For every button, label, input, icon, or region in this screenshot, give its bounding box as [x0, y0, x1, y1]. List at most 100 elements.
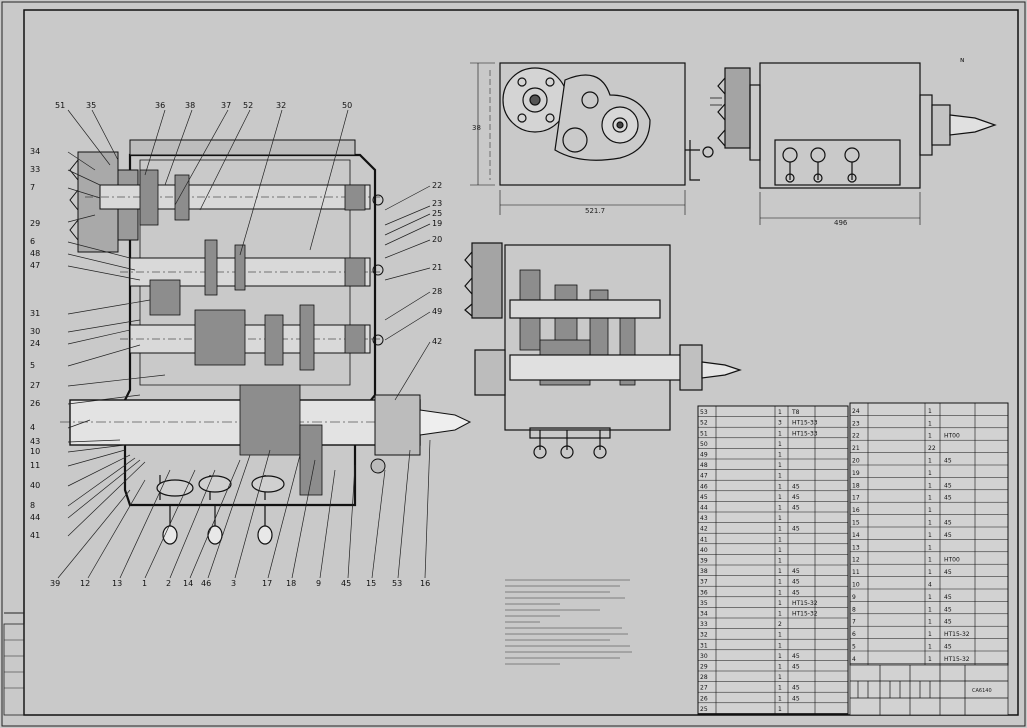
bom-cell: 32 [700, 632, 708, 639]
bom-cell: 1 [778, 462, 782, 469]
leader-label: 12 [80, 579, 90, 588]
bom-cell: 27 [700, 685, 708, 692]
leader-label: 22 [432, 181, 442, 190]
bom-cell: 21 [852, 445, 860, 452]
bom-cell: 1 [928, 495, 932, 502]
bom-cell: 41 [700, 536, 708, 543]
bom-cell: 20 [852, 458, 860, 465]
left-side-label-strip [3, 623, 25, 716]
bom-cell: 2 [778, 621, 782, 628]
bom-cell: 1 [928, 507, 932, 514]
bom-cell: HT15-32 [944, 656, 970, 663]
bom-cell: 19 [852, 470, 860, 477]
bom-cell: 45 [792, 685, 800, 692]
leader-label: 34 [30, 147, 40, 156]
bom-cell: 31 [700, 642, 708, 649]
bom-cell: 39 [700, 558, 708, 565]
bom-cell: 1 [778, 674, 782, 681]
bom-cell: 1 [778, 706, 782, 713]
bom-cell: 1 [778, 685, 782, 692]
leader-label: 41 [30, 531, 40, 540]
bom-cell: 1 [928, 631, 932, 638]
leader-label: 40 [30, 481, 40, 490]
bom-cell: 23 [852, 420, 860, 427]
bom-cell: 1 [928, 594, 932, 601]
bom-cell: 1 [928, 619, 932, 626]
bom-cell: 45 [792, 526, 800, 533]
bom-cell: 45 [944, 482, 952, 489]
bom-cell: 22 [852, 433, 860, 440]
leader-label: 50 [342, 101, 352, 110]
main-section-view [60, 139, 472, 545]
leader-label: 53 [392, 579, 402, 588]
leader-label: 35 [86, 101, 96, 110]
leader-label: 6 [30, 237, 35, 246]
bom-cell: 45 [944, 520, 952, 527]
bom-cell: 14 [852, 532, 860, 539]
bom-cell: HT15-33 [792, 420, 818, 427]
bom-cell: 1 [778, 494, 782, 501]
bom-cell: 45 [944, 594, 952, 601]
bom-cell: 48 [700, 462, 708, 469]
bom-cell: 52 [700, 420, 708, 427]
bom-cell: 45 [944, 619, 952, 626]
bom-cell: 45 [944, 532, 952, 539]
bom-cell: 34 [700, 611, 708, 618]
bom-cell: 1 [778, 483, 782, 490]
bom-cell: 1 [778, 695, 782, 702]
leader-label: 24 [30, 339, 40, 348]
leader-label: 36 [155, 101, 165, 110]
bom-cell: 35 [700, 600, 708, 607]
bom-cell: 38 [700, 568, 708, 575]
leader-label: 32 [276, 101, 286, 110]
bom-cell: 1 [778, 430, 782, 437]
bom-cell: 9 [852, 594, 856, 601]
leader-label: 43 [30, 437, 40, 446]
bom-cell: 13 [852, 544, 860, 551]
bom-cell: 28 [700, 674, 708, 681]
leader-label: 42 [432, 337, 442, 346]
bom-cell: 7 [852, 619, 856, 626]
bom-cell: 1 [778, 547, 782, 554]
bom-cell: 1 [928, 569, 932, 576]
leader-label: 11 [30, 461, 40, 470]
bom-cell: 5 [852, 644, 856, 651]
bom-cell: T8 [791, 409, 800, 416]
leader-label: 13 [112, 579, 122, 588]
leader-label: 37 [221, 101, 231, 110]
bom-cell: 53 [700, 409, 708, 416]
bom-cell: 49 [700, 452, 708, 459]
leader-label: 5 [30, 361, 35, 370]
bom-cell: 45 [792, 568, 800, 575]
bom-cell: 18 [852, 482, 860, 489]
dim-side-width: 496 [834, 219, 848, 227]
dim-front-width: 521.7 [585, 207, 605, 215]
bom-cell: 1 [928, 420, 932, 427]
bom-cell: 1 [778, 664, 782, 671]
bom-cell: 46 [700, 483, 708, 490]
bom-cell: 47 [700, 473, 708, 480]
bom-cell: 6 [852, 631, 856, 638]
bom-cell: 24 [852, 408, 860, 415]
dim-front-height: 38 [472, 124, 481, 132]
bom-cell: 1 [778, 642, 782, 649]
bom-cell: 45 [792, 695, 800, 702]
leader-label: 27 [30, 381, 40, 390]
bom-cell: 15 [852, 520, 860, 527]
leader-label: 51 [55, 101, 65, 110]
bom-cell: 1 [928, 532, 932, 539]
bom-cell: 1 [778, 526, 782, 533]
leader-lines [57, 109, 431, 579]
bom-cell: 45 [792, 589, 800, 596]
bom-cell: 1 [928, 544, 932, 551]
bom-cell: 1 [928, 644, 932, 651]
bom-cell: 45 [944, 495, 952, 502]
leader-label: 49 [432, 307, 442, 316]
bom-cell: 44 [700, 505, 708, 512]
bom-cell: 1 [928, 656, 932, 663]
bom-cell: 50 [700, 441, 708, 448]
bom-cell: 1 [778, 600, 782, 607]
leader-label: 4 [30, 423, 35, 432]
leader-label: 38 [185, 101, 195, 110]
